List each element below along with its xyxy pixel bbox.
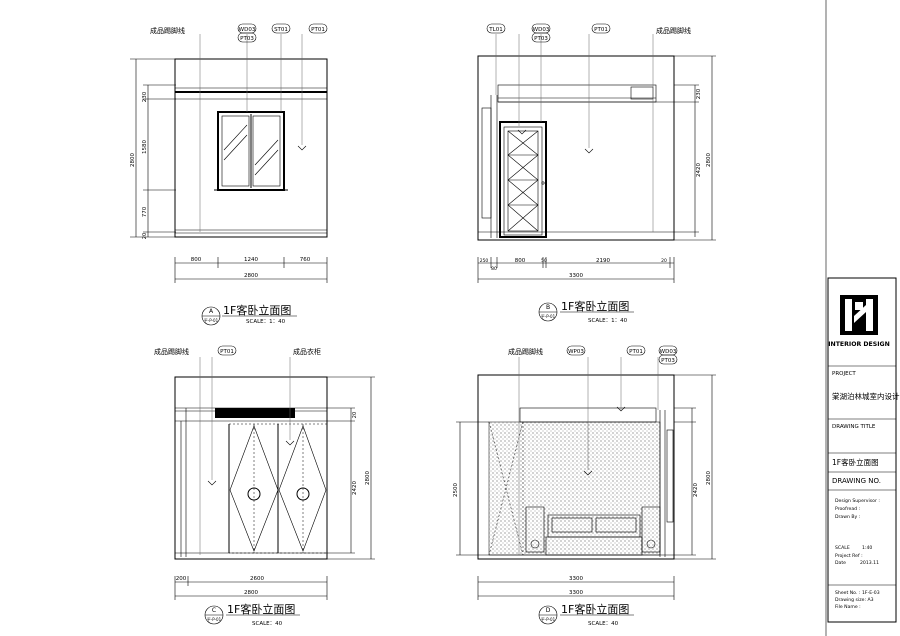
scale-label: SCALE bbox=[835, 545, 850, 551]
tag-skirting-b: 成品踢脚线 bbox=[656, 26, 691, 35]
drawing-no-label: DRAWING NO. bbox=[832, 477, 881, 485]
company-logo: INTERIOR DESIGN bbox=[828, 295, 890, 348]
dim-d-right-total: 2800 bbox=[706, 471, 712, 485]
dim-c-right-total: 2800 bbox=[365, 471, 371, 485]
dim-a-left-4: 20 bbox=[142, 233, 148, 239]
dim-b-5: 20 bbox=[661, 258, 667, 264]
tag-skirting-c: 成品踢脚线 bbox=[154, 347, 189, 356]
dim-b-right-1: 230 bbox=[696, 88, 702, 99]
tag-pt01-d: PT01 bbox=[629, 349, 643, 355]
dim-a-1: 800 bbox=[191, 257, 202, 263]
panel-d-labels: 成品踢脚线 WP03 PT01 WD03 PT03 3300 3300 2500… bbox=[453, 345, 712, 627]
elevation-d bbox=[456, 357, 716, 600]
marker-a-letter: A bbox=[209, 308, 214, 315]
drawing-title-value: 1F客卧立面图 bbox=[832, 457, 879, 467]
supervisor-label: Design Supervisor : bbox=[835, 498, 880, 504]
dim-d-left: 2500 bbox=[453, 483, 459, 497]
drawn-by-label: Drawn By : bbox=[835, 514, 861, 520]
dim-b-extra: 80 bbox=[491, 266, 497, 272]
tag-wardrobe-c: 成品衣柜 bbox=[293, 347, 321, 356]
dim-b-2: 800 bbox=[515, 258, 526, 264]
sheet-no-value: 1F-E-03 bbox=[862, 590, 880, 596]
file-name-label: File Name : bbox=[835, 604, 861, 610]
tag-wd03-a: WD03 bbox=[239, 27, 256, 33]
project-name: 棠湖泊林城室内设计 bbox=[832, 391, 900, 401]
elevation-c bbox=[174, 357, 375, 600]
tag-skirting-d: 成品踢脚线 bbox=[508, 347, 543, 356]
scale-d: SCALE：40 bbox=[588, 621, 619, 627]
tag-pt03-d: PT03 bbox=[661, 358, 675, 364]
scale-c: SCALE：40 bbox=[252, 621, 283, 627]
tag-wp03-d: WP03 bbox=[568, 349, 584, 355]
tag-tl01-b: TL01 bbox=[488, 27, 502, 33]
logo-text: INTERIOR DESIGN bbox=[828, 341, 890, 348]
sheet-no-label: Sheet No. : bbox=[835, 590, 861, 596]
dim-d-1: 3300 bbox=[569, 576, 583, 582]
dim-b-3: 50 bbox=[541, 258, 547, 264]
title-c: 1F客卧立面图 bbox=[227, 602, 295, 616]
tag-pt01-b: PT01 bbox=[594, 27, 608, 33]
dim-d-right-1: 2420 bbox=[693, 483, 699, 497]
scale-a: SCALE：1：40 bbox=[246, 319, 286, 325]
marker-a-sub: 平-P-01 bbox=[204, 318, 219, 323]
tag-pt01-c: PT01 bbox=[220, 349, 234, 355]
marker-c-letter: C bbox=[212, 607, 216, 614]
dim-a-left-2: 1580 bbox=[142, 140, 148, 154]
tag-wd03-d: WD03 bbox=[660, 349, 677, 355]
tag-pt03-a: PT03 bbox=[240, 36, 254, 42]
tag-st01-a: ST01 bbox=[274, 27, 288, 33]
dim-c-total: 2800 bbox=[244, 590, 258, 596]
dim-c-right-1: 20 bbox=[352, 412, 358, 418]
project-ref-label: Project Ref : bbox=[835, 553, 863, 559]
project-label: PROJECT bbox=[832, 371, 856, 377]
marker-b-sub: 平-P-01 bbox=[541, 314, 556, 319]
panel-b-labels: TL01 WD03 PT03 PT01 成品踢脚线 250 800 50 219… bbox=[480, 23, 712, 324]
elevation-b bbox=[477, 34, 716, 283]
title-a: 1F客卧立面图 bbox=[223, 303, 291, 317]
tag-pt03-b: PT03 bbox=[534, 36, 548, 42]
marker-b-letter: B bbox=[546, 304, 550, 311]
dim-a-left-3: 770 bbox=[142, 206, 148, 217]
dim-a-total: 2800 bbox=[244, 273, 258, 279]
tag-wd03-b: WD03 bbox=[533, 27, 550, 33]
dim-a-left-total: 2800 bbox=[130, 153, 136, 167]
panel-c-labels: 成品踢脚线 PT01 成品衣柜 200 2600 2800 20 2420 28… bbox=[154, 345, 371, 627]
dim-a-left-1: 230 bbox=[142, 91, 148, 102]
date-value: 2013.11 bbox=[860, 560, 879, 566]
scale-value: 1:40 bbox=[862, 545, 872, 551]
dim-c-right-2: 2420 bbox=[352, 481, 358, 495]
tag-pt01-a: PT01 bbox=[311, 27, 325, 33]
drawing-title-label: DRAWING TITLE bbox=[832, 424, 876, 430]
title-b: 1F客卧立面图 bbox=[561, 299, 629, 313]
dim-a-2: 1240 bbox=[244, 257, 258, 263]
dim-b-1: 250 bbox=[480, 258, 489, 264]
tag-skirting-a: 成品踢脚线 bbox=[150, 26, 185, 35]
marker-d-sub: 平-P-01 bbox=[541, 617, 556, 622]
elevation-a bbox=[130, 34, 328, 283]
dim-b-right-2: 2420 bbox=[696, 163, 702, 177]
panel-a-labels: 成品踢脚线 WD03 PT03 ST01 PT01 800 1240 760 2… bbox=[130, 23, 328, 326]
marker-c-sub: 平-P-01 bbox=[207, 617, 222, 622]
title-block: INTERIOR DESIGN PROJECT 棠湖泊林城室内设计 DRAWIN… bbox=[827, 277, 900, 623]
marker-d-letter: D bbox=[546, 607, 551, 614]
dim-c-2: 2600 bbox=[250, 576, 264, 582]
dim-a-3: 760 bbox=[300, 257, 311, 263]
title-d: 1F客卧立面图 bbox=[561, 602, 629, 616]
proofread-label: Proofread : bbox=[835, 506, 861, 512]
dim-b-total: 3300 bbox=[569, 273, 583, 279]
dim-b-4: 2190 bbox=[596, 258, 610, 264]
dim-b-right-total: 2800 bbox=[706, 153, 712, 167]
dim-d-total: 3300 bbox=[569, 590, 583, 596]
scale-b: SCALE：1：40 bbox=[588, 318, 628, 324]
date-label: Date bbox=[835, 560, 846, 566]
drawing-size-label: Drawing size: A3 bbox=[835, 597, 874, 603]
dim-c-1: 200 bbox=[176, 576, 187, 582]
